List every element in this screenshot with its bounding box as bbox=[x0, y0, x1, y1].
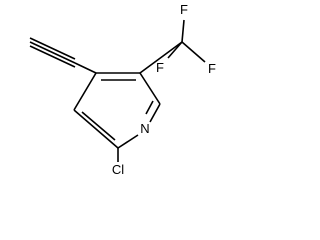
bond-c2-c3 bbox=[73, 109, 119, 149]
chemical-structure-diagram: F F F N Cl bbox=[29, 2, 216, 177]
atom-label-f-right: F bbox=[208, 61, 216, 76]
atom-label-f-left: F bbox=[156, 60, 164, 75]
bond-c6-n1-inner bbox=[145, 100, 154, 115]
bond-c4-c3 bbox=[73, 72, 97, 111]
triple-bond-line-2 bbox=[29, 41, 76, 64]
bond-cf3-f-top bbox=[181, 19, 185, 43]
bond-c6-cf3 bbox=[139, 41, 183, 74]
bond-c6-n1 bbox=[149, 103, 161, 123]
bond-cf3-f-left bbox=[167, 41, 183, 59]
triple-bond-line-1 bbox=[29, 37, 76, 60]
bond-cf3-f-right bbox=[181, 41, 206, 63]
bond-c2-c3-inner bbox=[81, 111, 116, 141]
bond-c4-alkyne bbox=[74, 62, 97, 74]
atom-label-nitrogen: N bbox=[140, 121, 149, 136]
atom-label-f-top: F bbox=[180, 2, 188, 17]
bond-n1-c2 bbox=[117, 134, 139, 149]
triple-bond-line-3 bbox=[29, 45, 76, 68]
atom-label-chlorine: Cl bbox=[112, 162, 124, 177]
bond-c5-c6 bbox=[139, 72, 161, 105]
